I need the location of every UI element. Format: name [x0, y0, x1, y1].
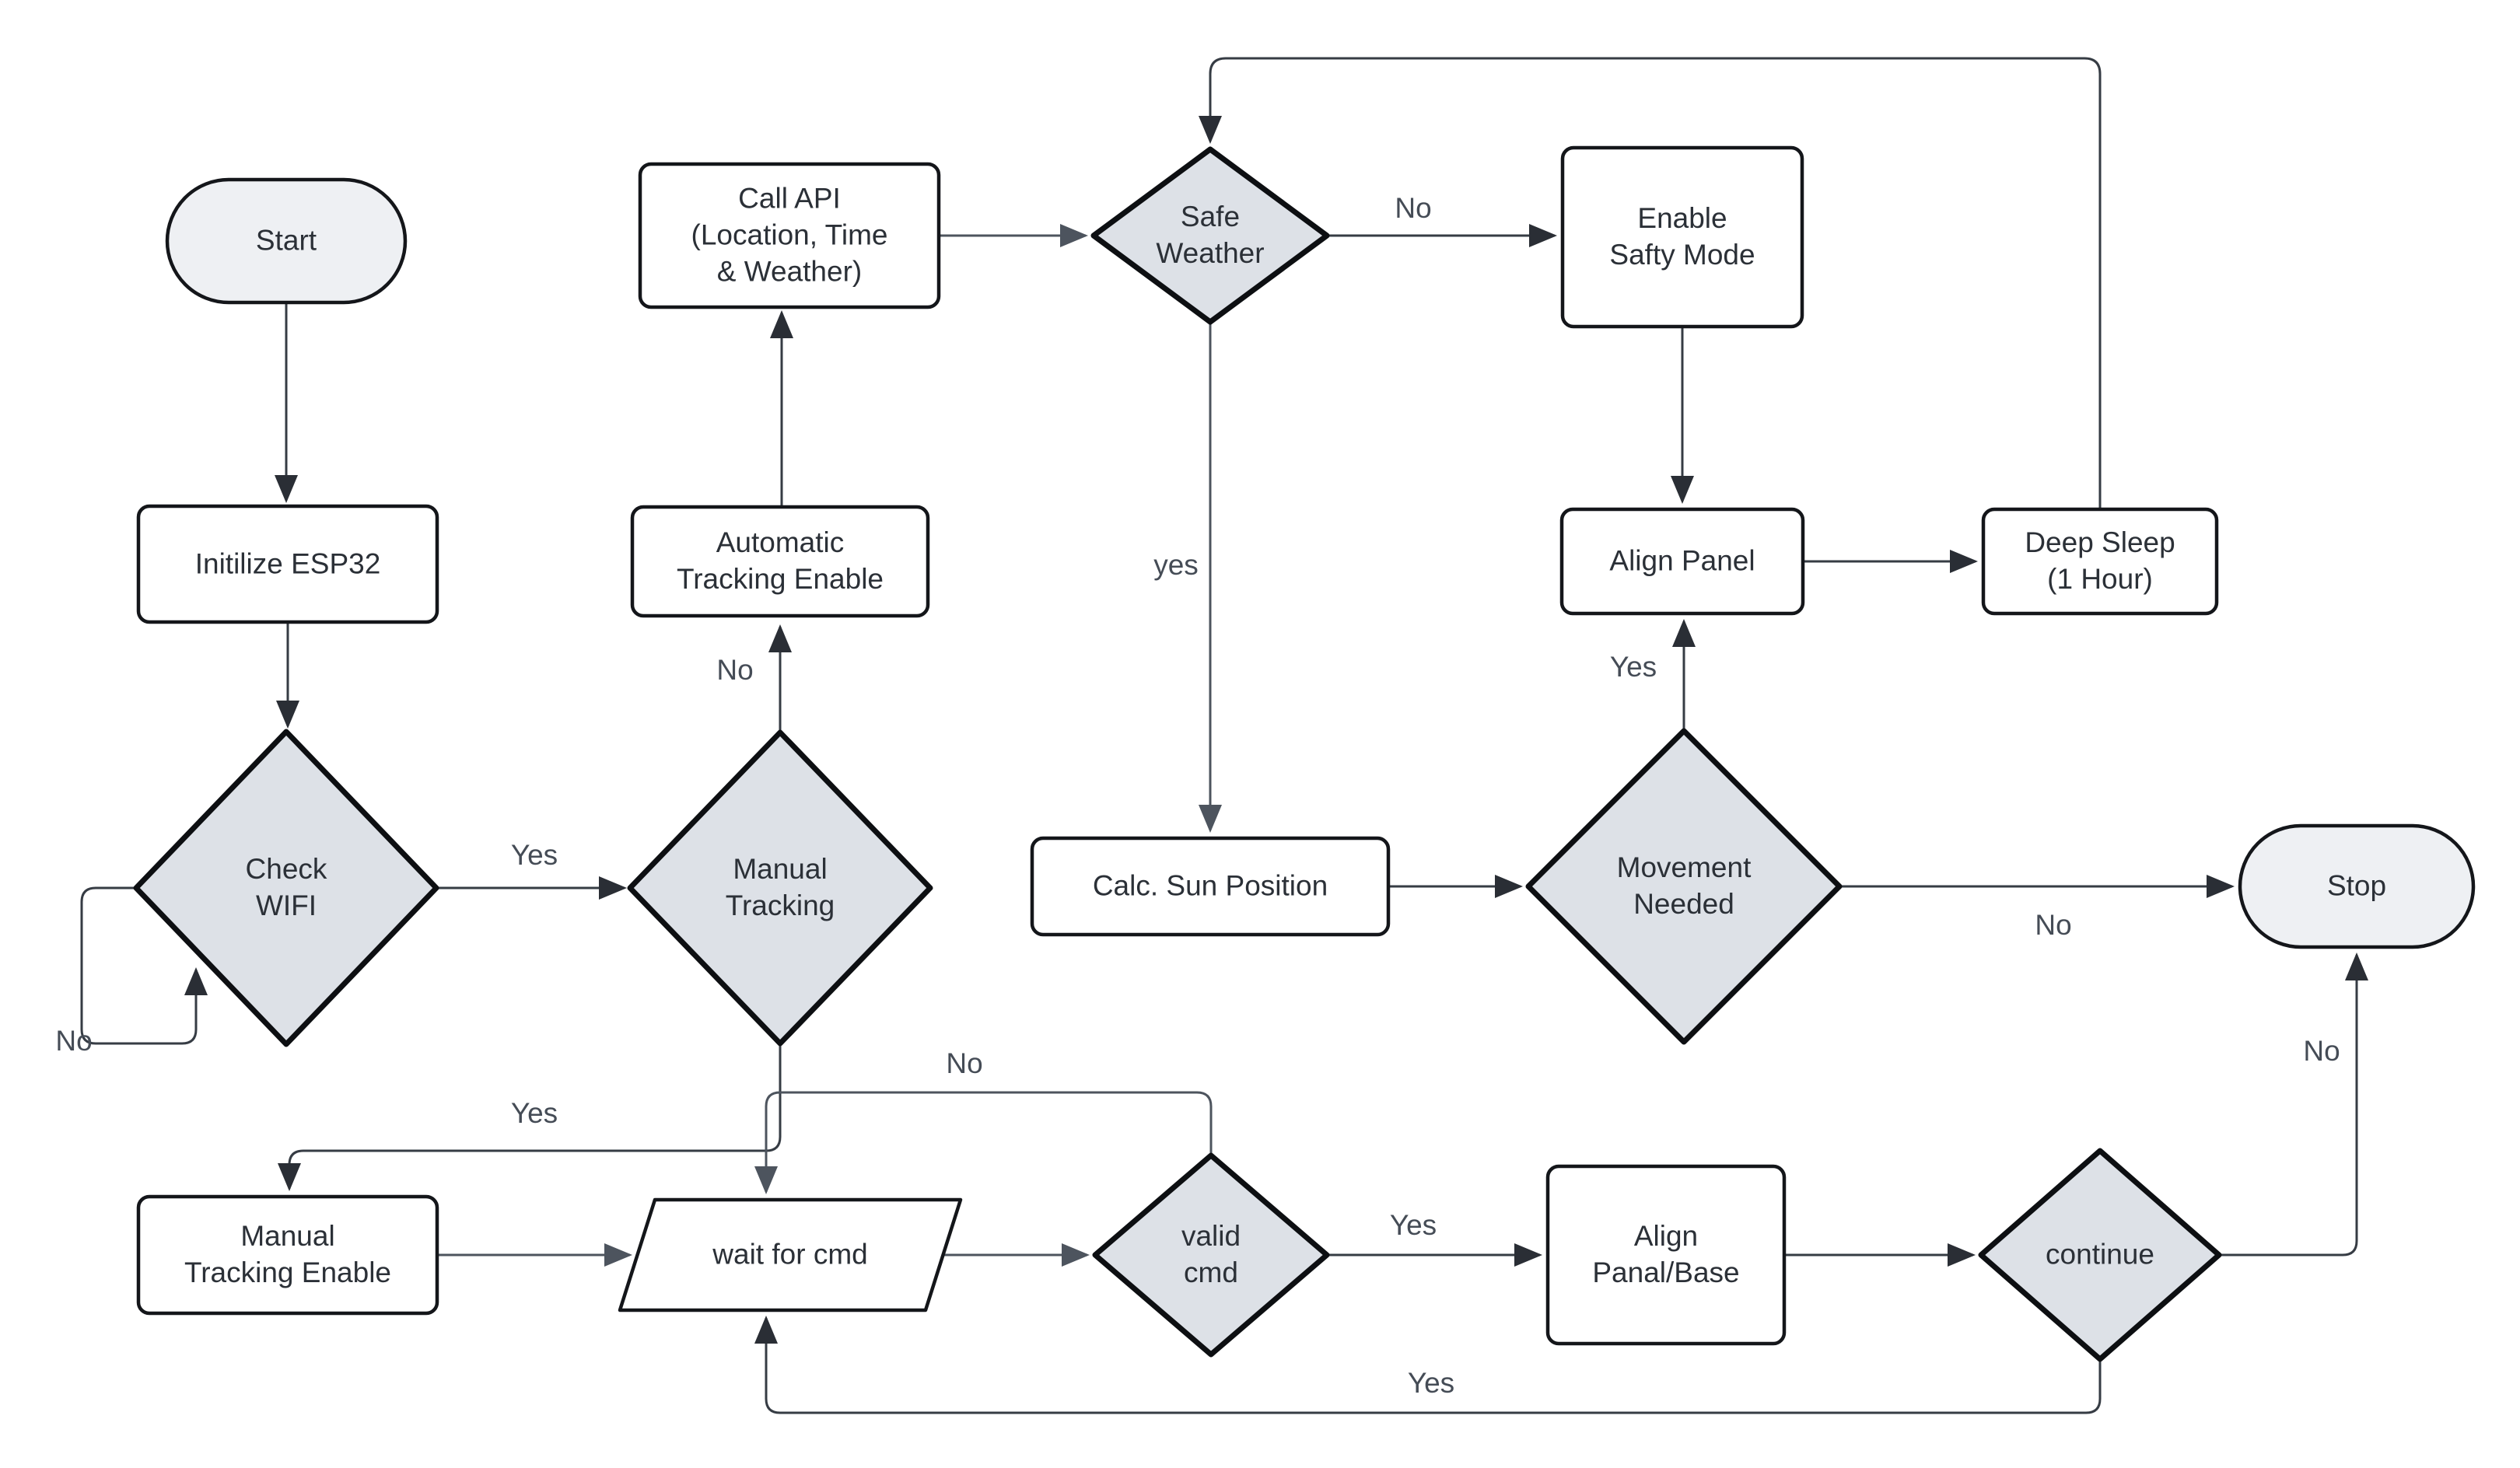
edge-manualtracking-yes-to-manualenable	[278, 1043, 782, 1191]
edge-checkwifi-no-selfloop	[80, 886, 208, 1045]
edge-validcmd-no-loop-to-waitcmd	[754, 1091, 1213, 1194]
node-deepsleep-shape	[1981, 507, 2219, 616]
node-manualenable-shape	[136, 1194, 439, 1316]
node-alignpanalbase-shape	[1545, 1164, 1787, 1346]
node-stop-shape	[2238, 823, 2476, 949]
edge-deepsleep-loop-to-safeweather	[1199, 57, 2102, 509]
node-autotracking-shape	[630, 505, 930, 618]
node-callapi-shape	[638, 162, 941, 309]
node-checkwifi-shape	[133, 729, 439, 1047]
node-start-shape	[165, 177, 408, 305]
node-alignpanel-shape	[1559, 507, 1805, 616]
node-manualtracking-shape	[627, 729, 933, 1047]
node-continue-shape	[1978, 1148, 2222, 1362]
edge-continue-no-to-stop	[2219, 952, 2368, 1257]
node-movement-shape	[1525, 728, 1843, 1045]
node-calcsun-shape	[1030, 836, 1391, 937]
node-waitcmd-shape	[618, 1197, 963, 1312]
node-initialize-shape	[136, 504, 439, 624]
node-safeweather-shape	[1090, 146, 1330, 325]
node-validcmd-shape	[1092, 1152, 1330, 1358]
node-safetymode-shape	[1560, 145, 1804, 329]
edge-continue-yes-loop-to-waitcmd	[754, 1316, 2102, 1414]
